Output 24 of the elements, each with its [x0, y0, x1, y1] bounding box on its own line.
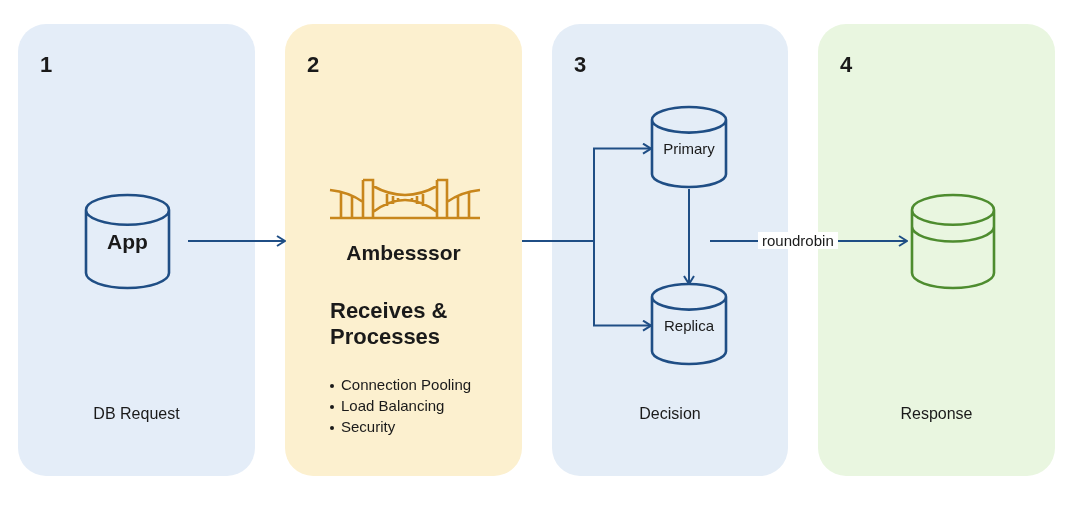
- step-number: 4: [840, 52, 853, 78]
- database-label: App: [106, 230, 149, 254]
- step-panel: [285, 24, 522, 476]
- step-panel: [18, 24, 255, 476]
- bullet-item: Connection Pooling: [330, 376, 472, 393]
- step-label: DB Request: [92, 405, 181, 423]
- database-label: Primary: [662, 140, 716, 157]
- bullet-item: Load Balancing: [330, 397, 445, 414]
- step-number: 3: [574, 52, 587, 78]
- component-title: Ambesssor: [345, 241, 462, 265]
- arrow: [683, 188, 695, 285]
- database-label: Replica: [663, 317, 715, 334]
- database-cylinder: [651, 284, 727, 364]
- step-number: 2: [307, 52, 320, 78]
- edge-label: roundrobin: [758, 232, 838, 249]
- database-cylinder: [85, 195, 170, 288]
- step-label: Response: [899, 405, 974, 423]
- database-cylinder: [651, 107, 727, 187]
- database-cylinder: [911, 195, 995, 288]
- heading: Receives & Processes: [330, 298, 449, 351]
- step-number: 1: [40, 52, 53, 78]
- arrow: [187, 235, 286, 247]
- bullet-item: Security: [330, 418, 396, 435]
- step-label: Decision: [638, 405, 702, 423]
